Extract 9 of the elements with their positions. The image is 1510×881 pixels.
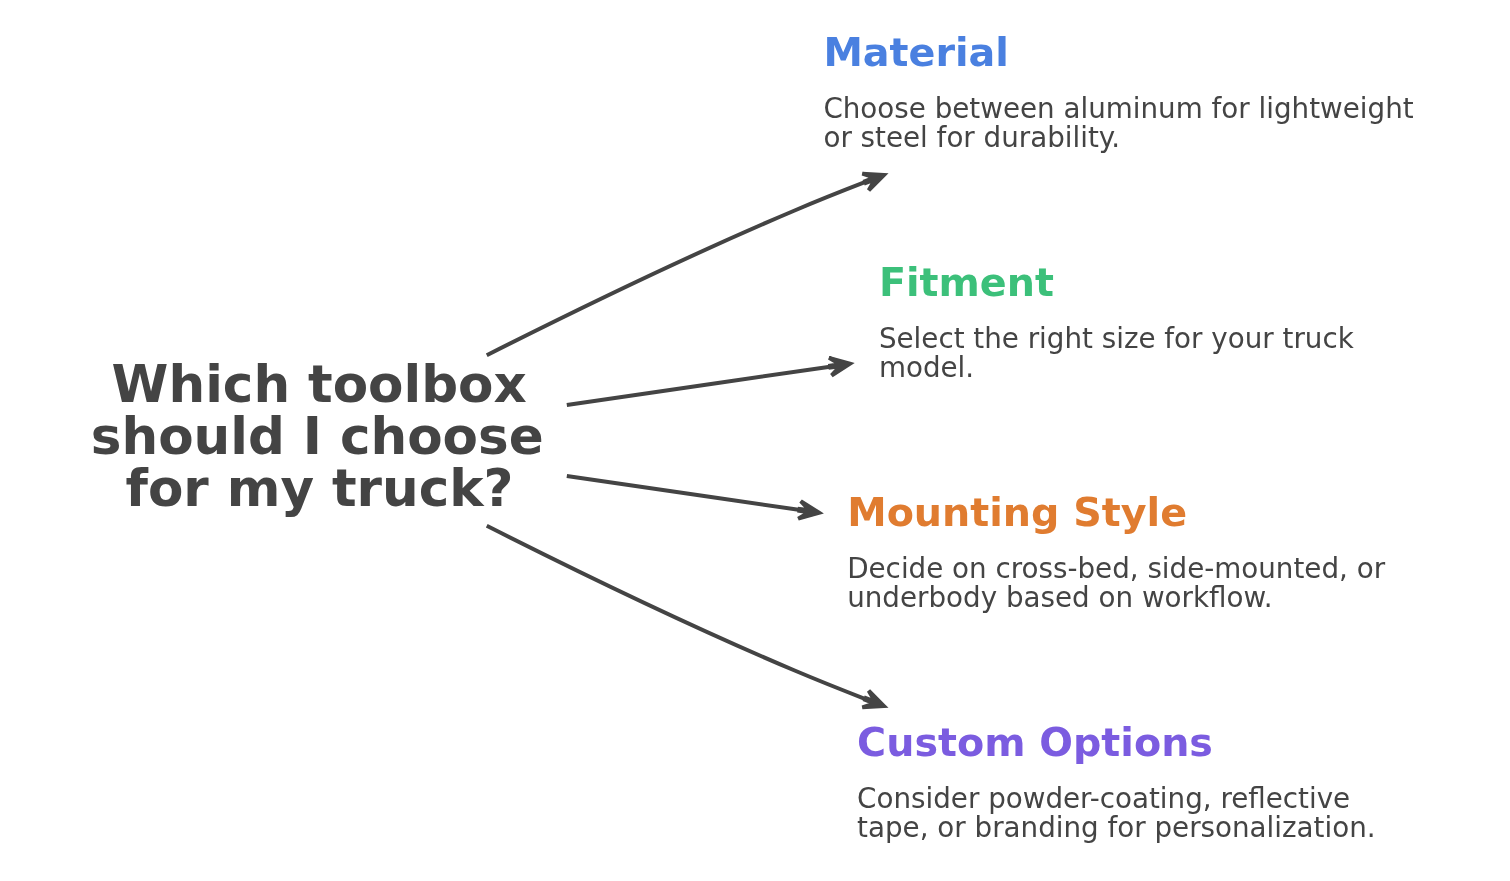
arrow: [566, 474, 822, 521]
node-text: Material Choose between aluminum for lightweight or steel for durability.: [823, 28, 1414, 155]
node-text: Which toolbox should I choose for my truck?: [90, 354, 544, 518]
arrow: [485, 524, 886, 710]
node-text: Fitment Select the right size for your truck model.: [878, 258, 1354, 385]
arrow: [566, 355, 852, 407]
node-text: Custom Options Consider powder-coating, reflective tape, or branding for personalization.: [857, 718, 1376, 845]
arrow: [485, 171, 886, 357]
node-text: Mounting Style Decide on cross-bed, side-mounted, or underbody based on workflow.: [847, 488, 1386, 615]
